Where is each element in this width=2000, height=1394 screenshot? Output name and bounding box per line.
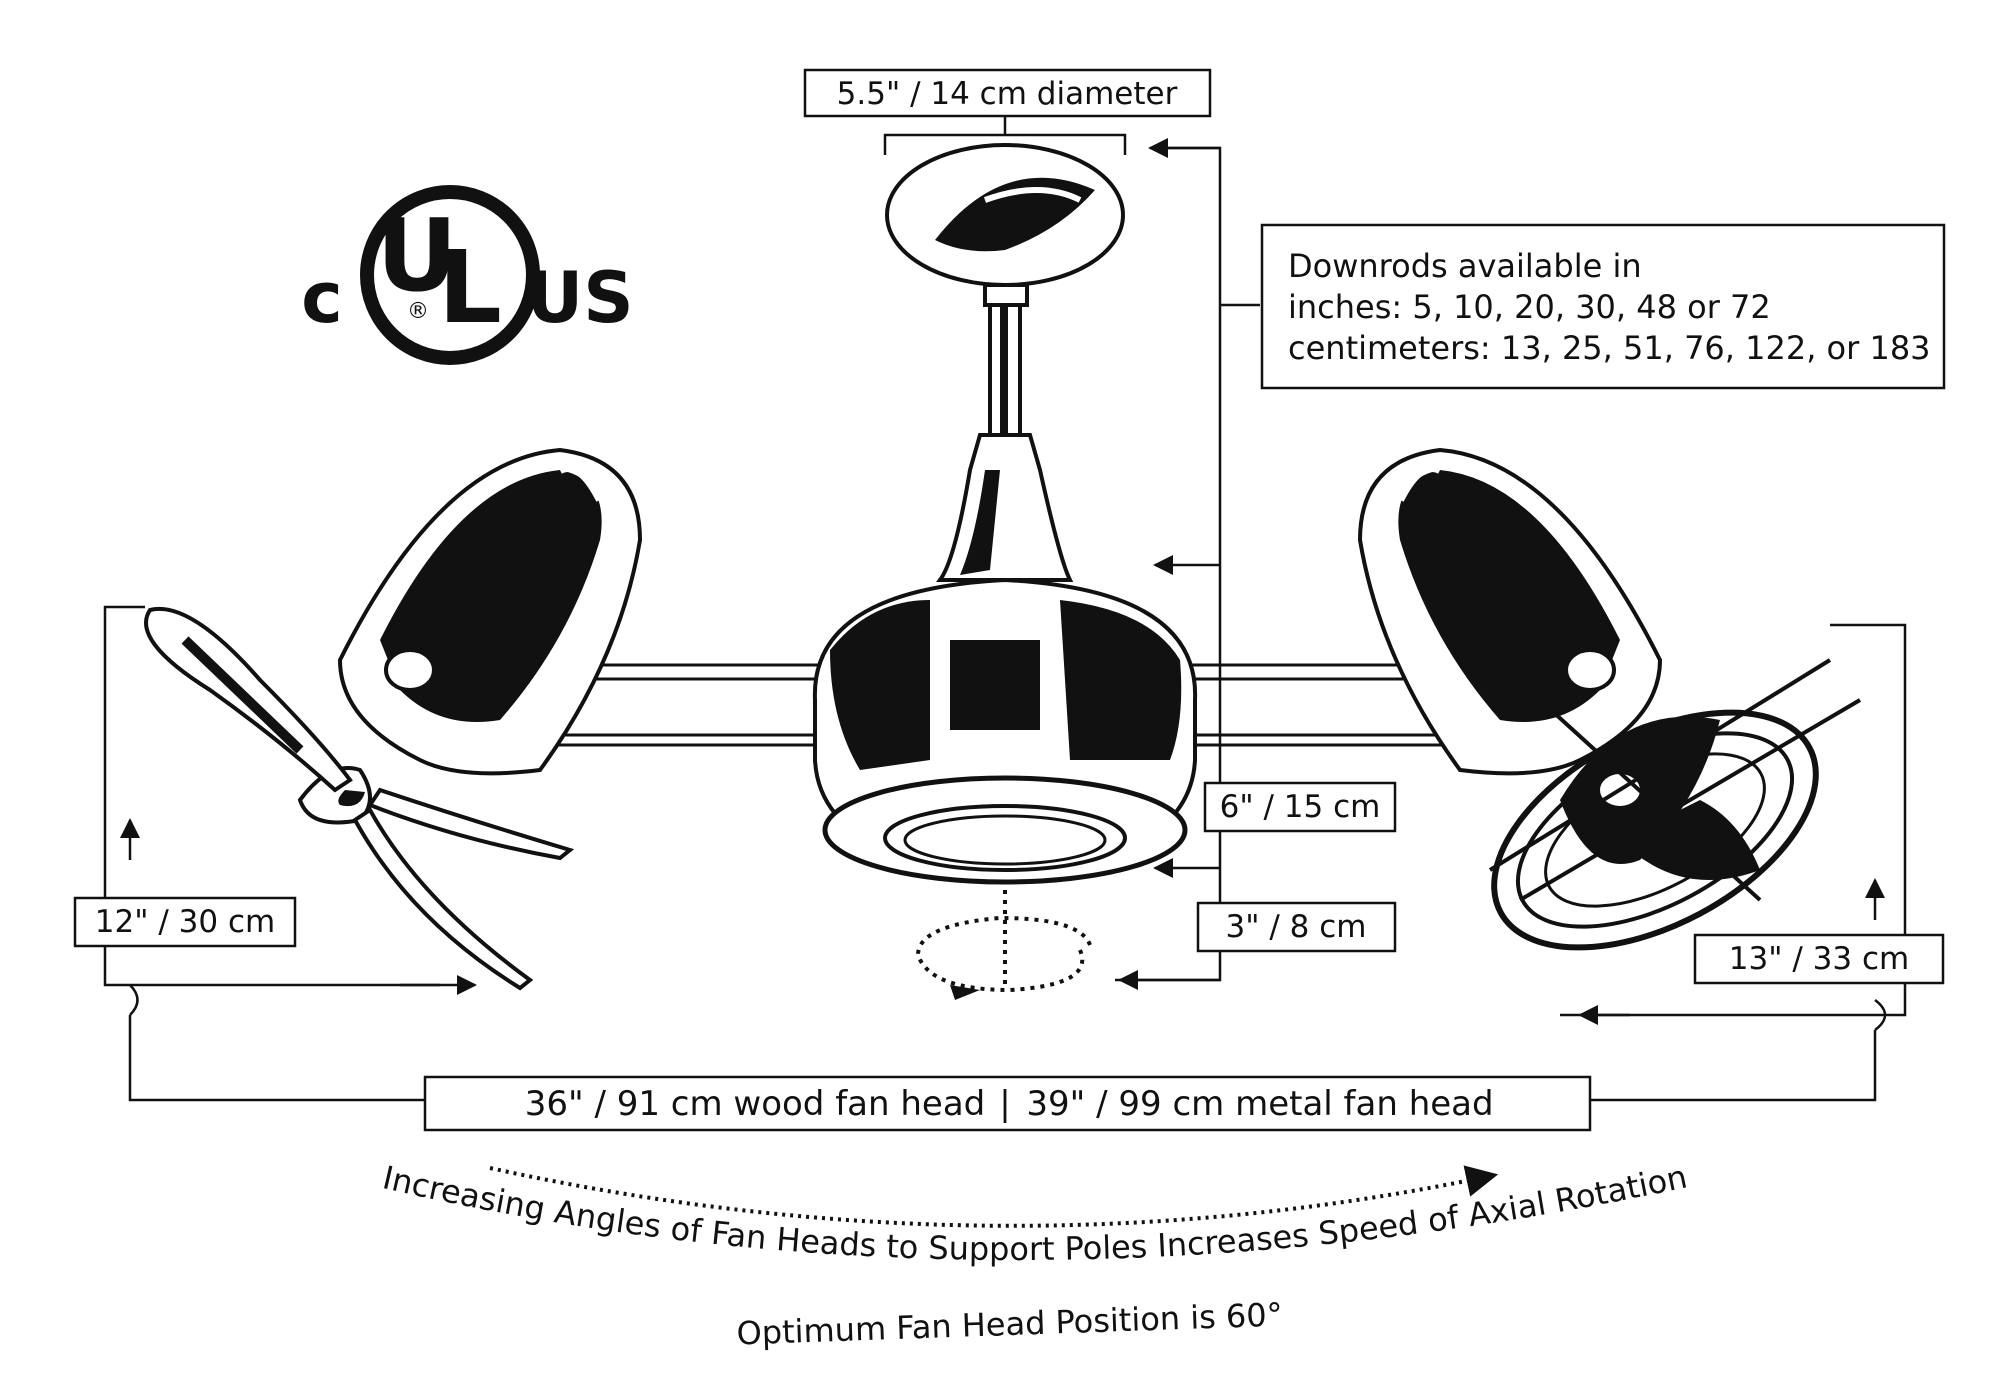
right-head-height-line xyxy=(1560,623,1907,1017)
canopy-diameter-label: 5.5" / 14 cm diameter xyxy=(803,68,1212,118)
logo-l-letter: L xyxy=(438,229,502,346)
logo-c-letter: c xyxy=(301,257,343,339)
canopy-diameter-text: 5.5" / 14 cm diameter xyxy=(837,76,1178,112)
axial-rotation-indicator xyxy=(915,880,1092,1000)
left-fan-head xyxy=(144,447,643,991)
downrod xyxy=(936,303,1074,582)
left-head-height-label: 12" / 30 cm xyxy=(73,896,297,948)
cul-us-logo: c U L ® US xyxy=(301,185,634,365)
right-head-height-text: 13" / 33 cm xyxy=(1729,941,1909,977)
ceiling-canopy xyxy=(885,143,1125,307)
fan-illustration xyxy=(144,143,1862,1000)
left-head-height-text: 12" / 30 cm xyxy=(95,904,275,940)
overall-width-line xyxy=(128,1015,1877,1102)
right-fan-head xyxy=(1357,447,1862,951)
body-height-text: 6" / 15 cm xyxy=(1220,789,1381,825)
light-height-text: 3" / 8 cm xyxy=(1226,909,1367,945)
right-head-height-label: 13" / 33 cm xyxy=(1693,933,1945,985)
overall-width-label: 36" / 91 cm wood fan head | 39" / 99 cm … xyxy=(423,1075,1592,1132)
downrods-info-box: Downrods available in inches: 5, 10, 20,… xyxy=(1260,223,1946,390)
downrods-line-2: inches: 5, 10, 20, 30, 48 or 72 xyxy=(1288,288,1771,326)
left-head-height-line xyxy=(103,605,440,987)
width-metal-text: 39" / 99 cm metal fan head xyxy=(1026,1084,1493,1124)
rotation-caption-line-2: Optimum Fan Head Position is 60° xyxy=(736,1295,1283,1352)
rotation-caption-line-1: Increasing Angles of Fan Heads to Suppor… xyxy=(379,1157,1690,1268)
rotation-arc-arrow xyxy=(489,1165,1499,1228)
downrods-line-1: Downrods available in xyxy=(1288,247,1642,285)
width-wood-text: 36" / 91 cm wood fan head xyxy=(525,1084,986,1124)
width-separator: | xyxy=(999,1084,1010,1124)
light-height-label: 3" / 8 cm xyxy=(1196,901,1397,953)
logo-us-letters: US xyxy=(526,257,633,339)
motor-housing xyxy=(812,577,1198,885)
downrods-line-3: centimeters: 13, 25, 51, 76, 122, or 183 xyxy=(1288,329,1931,367)
logo-registered-mark: ® xyxy=(407,299,429,324)
logo-u-letter: U xyxy=(376,197,457,314)
body-height-label: 6" / 15 cm xyxy=(1203,781,1397,833)
